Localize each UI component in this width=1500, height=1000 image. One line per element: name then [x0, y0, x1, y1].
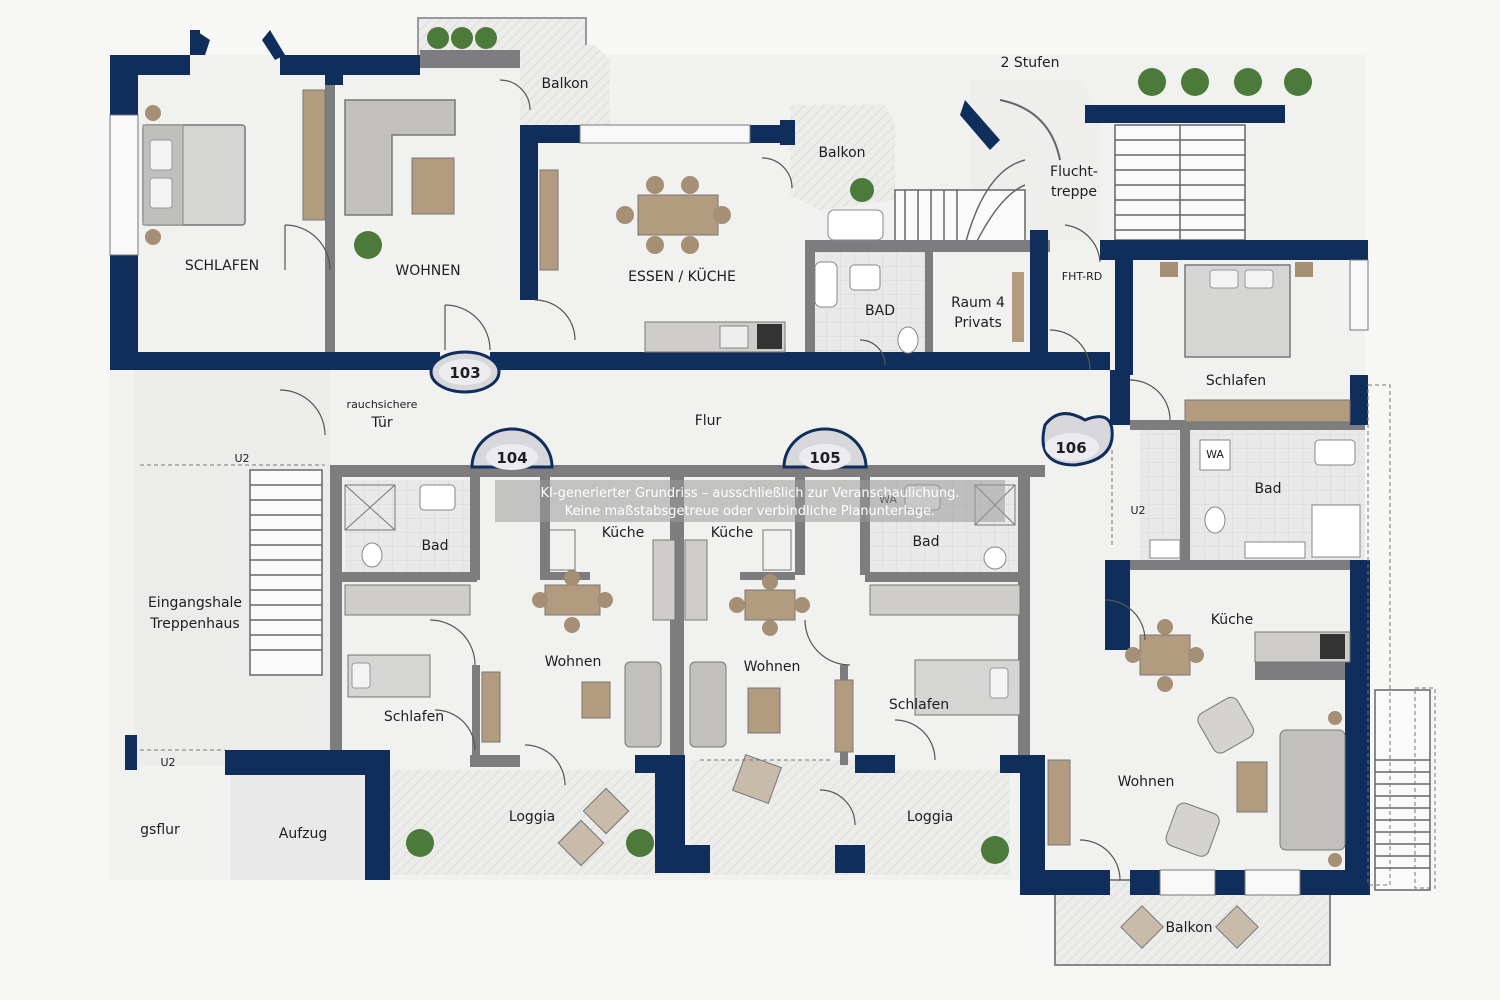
room-label-kueche-105: Küche	[711, 525, 754, 541]
plant-icon	[850, 178, 874, 202]
room-label-flur: Flur	[695, 413, 722, 429]
label-rauchsichere: rauchsichere	[347, 398, 418, 411]
unit-badge-106: 106	[1041, 412, 1114, 467]
room-label-bad-106: Bad	[1254, 481, 1281, 497]
room-label-balkon-106: Balkon	[1165, 920, 1212, 936]
room-label-schlafen-105: Schlafen	[889, 697, 949, 713]
plant-icon	[626, 829, 654, 857]
room-label-schlafen-106: Schlafen	[1206, 373, 1266, 389]
doors	[279, 79, 1171, 881]
room-label-raum4: Raum 4	[951, 295, 1005, 311]
room-label-treppenhaus: Treppenhaus	[149, 616, 239, 632]
room-label-wohnen-104: Wohnen	[545, 654, 602, 670]
room-label-wohnen-105: Wohnen	[744, 659, 801, 675]
room-label-fluchttreppe: Flucht-	[1050, 164, 1098, 180]
plant-icon	[1284, 68, 1312, 96]
stairs	[249, 99, 1431, 891]
sofa-wohnen-top	[344, 99, 456, 216]
label-wa: WA	[1206, 448, 1224, 461]
room-label-schlafen: SCHLAFEN	[185, 258, 259, 274]
room-label-bad-105: Bad	[912, 534, 939, 550]
room-label-wohnen: WOHNEN	[395, 263, 460, 279]
watermark-line1: KI-generierter Grundriss – ausschließlic…	[541, 486, 960, 501]
aufzug-floor	[230, 775, 385, 880]
dining-table-top	[637, 194, 719, 236]
plant-icon	[1138, 68, 1166, 96]
sofa-wohnen-right	[1279, 729, 1346, 851]
room-label-eingangshalle: Eingangshale	[148, 595, 242, 611]
room-label-kueche-104: Küche	[602, 525, 645, 541]
room-label-balkon: Balkon	[818, 145, 865, 161]
label-u2: U2	[160, 756, 175, 769]
room-label-privats: Privats	[954, 315, 1002, 331]
room-label-wohnen-106: Wohnen	[1118, 774, 1175, 790]
windows	[109, 114, 1369, 896]
plant-icon	[1234, 68, 1262, 96]
bathtub	[827, 209, 884, 241]
room-label-essen-kueche: ESSEN / KÜCHE	[628, 267, 736, 285]
room-label-kueche-106: Küche	[1211, 612, 1254, 628]
plant-icon	[406, 829, 434, 857]
plant-icon	[451, 27, 473, 49]
unit-number-106: 106	[1055, 439, 1086, 457]
unit-badge-103: 103	[429, 350, 501, 394]
room-label-loggia-105: Loggia	[907, 809, 953, 825]
label-fht-rd: FHT-RD	[1062, 270, 1102, 283]
plant-icon	[1181, 68, 1209, 96]
wardrobe-schlafen	[302, 89, 326, 221]
outer-walls	[110, 30, 1370, 895]
plant-icon	[475, 27, 497, 49]
room-label-bad-104: Bad	[421, 538, 448, 554]
room-label-loggia-104: Loggia	[509, 809, 555, 825]
label-2-stufen: 2 Stufen	[1000, 55, 1059, 71]
furniture	[142, 27, 1361, 949]
label-tuer: Tür	[370, 415, 393, 431]
unit-number-105: 105	[809, 449, 840, 467]
plant-icon	[427, 27, 449, 49]
room-label-gsflur: gsflur	[140, 822, 180, 838]
room-labels: SCHLAFEN WOHNEN ESSEN / KÜCHE Balkon Bal…	[140, 55, 1281, 936]
table-wohnen-top	[411, 157, 455, 215]
watermark-line2: Keine maßstabsgetreue oder verbindliche …	[565, 504, 936, 519]
plant-icon	[354, 231, 382, 259]
dashed-lines	[140, 384, 1436, 889]
watermark: KI-generierter Grundriss – ausschließlic…	[495, 480, 1005, 522]
room-label-balkon: Balkon	[541, 76, 588, 92]
unit-badges: 103 104 105 106	[429, 350, 1114, 470]
room-label-bad: BAD	[865, 303, 895, 319]
plant-icon	[981, 836, 1009, 864]
unit-number-104: 104	[496, 449, 527, 467]
room-label-schlafen-104: Schlafen	[384, 709, 444, 725]
room-label-aufzug: Aufzug	[279, 826, 328, 842]
room-label-fluchttreppe-2: treppe	[1051, 184, 1097, 200]
label-u2: U2	[1130, 504, 1145, 517]
unit-number-103: 103	[449, 364, 480, 382]
unit-badge-104: 104	[470, 427, 554, 470]
unit-badge-105: 105	[782, 427, 868, 470]
label-u2: U2	[234, 452, 249, 465]
